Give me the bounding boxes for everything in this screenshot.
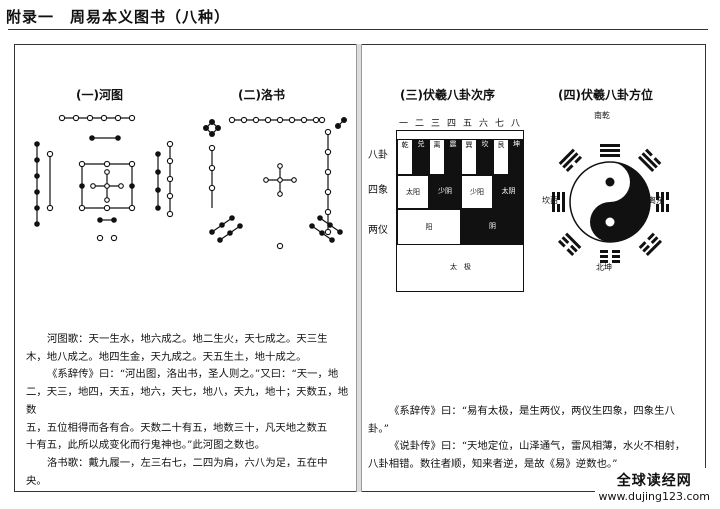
left-line-8: 央。 xyxy=(26,474,47,487)
right-line-1: 《系辞传》曰：“易有太极，是生两仪，两仪生四象，四象生八 xyxy=(389,405,675,417)
book-gutter xyxy=(356,44,362,492)
row-label-bagua: 八卦 xyxy=(368,150,388,161)
trigram-li: 离 xyxy=(429,139,445,175)
image-taiyin: 太阴 xyxy=(493,175,524,209)
luoshu-title: (二)洛书 xyxy=(238,88,285,102)
header-rule xyxy=(8,29,708,30)
hetu-diagram xyxy=(34,114,174,242)
right-line-3: 《说卦传》曰：“天地定位，山泽通气，雷风相薄，水火不相射， xyxy=(389,440,686,453)
yin-yang-icon xyxy=(569,161,651,243)
mode-yin-label: 阴 xyxy=(489,222,496,230)
trigram-gen: 艮 xyxy=(493,139,509,175)
trigram-gen-label: 艮 xyxy=(497,141,505,149)
image-shaoyin-label: 少阴 xyxy=(438,187,452,195)
image-shaoyang-label: 少阳 xyxy=(470,188,484,196)
image-shaoyin: 少阴 xyxy=(429,175,461,209)
trigram-qian-label: 乾 xyxy=(401,141,409,149)
trigram-kan: 坎 xyxy=(477,139,493,175)
right-body-text: 《系辞传》曰：“易有太极，是生两仪，两仪生四象，四象生八 卦。” 《说卦传》曰：… xyxy=(368,403,698,474)
watermark: 全球读经网 www.dujing123.com xyxy=(594,468,714,505)
mode-yang: 阳 xyxy=(397,209,461,245)
order-title: (三)伏羲八卦次序 xyxy=(400,88,495,102)
taiji-label: 太 极 xyxy=(450,263,471,271)
compass-south: 南乾 xyxy=(594,111,610,120)
row-label-liangyi: 两仪 xyxy=(368,225,388,236)
trigram-dui-label: 兑 xyxy=(417,140,425,148)
taiji-cell: 太 极 xyxy=(397,245,524,291)
trigram-li-label: 离 xyxy=(433,141,441,149)
row-label-sixiang: 四象 xyxy=(368,185,388,196)
sequence-table: 乾 兑 离 震 巽 坎 艮 坤 太阳 少阴 少阳 太阴 阳 阴 太 极 xyxy=(396,130,524,292)
left-line-7: 洛书歌：戴九履一，左三右七，二四为肩，六八为足，五在中 xyxy=(47,456,328,469)
mode-yin: 阴 xyxy=(461,209,524,245)
left-line-1: 河图歌：天一生水，地六成之。地二生火，天七成之。天三生 xyxy=(47,333,328,345)
numeral-5: 五 xyxy=(463,119,473,129)
numeral-2: 二 xyxy=(415,119,425,129)
trigram-zhen: 震 xyxy=(445,139,461,175)
compass-north: 北坤 xyxy=(596,263,612,272)
watermark-name: 全球读经网 xyxy=(616,473,692,489)
numeral-8: 八 xyxy=(511,119,521,129)
left-line-4: 二，天三，地四，天五，地六，天七，地八，天九，地十；天数五，地数 xyxy=(26,386,349,416)
watermark-url: www.dujing123.com xyxy=(598,490,710,503)
bagua-compass xyxy=(552,144,669,263)
luoshu-diagram xyxy=(203,116,347,250)
image-shaoyang: 少阳 xyxy=(461,175,493,209)
trigram-xun-label: 巽 xyxy=(465,141,473,149)
trigram-dui: 兑 xyxy=(413,139,429,175)
image-taiyang-label: 太阳 xyxy=(406,188,420,196)
right-line-2: 卦。” xyxy=(368,422,389,435)
numeral-7: 七 xyxy=(495,119,505,129)
trigram-qian: 乾 xyxy=(397,139,413,175)
numeral-1: 一 xyxy=(399,119,409,129)
hetu-title: (一)河图 xyxy=(76,88,123,102)
left-line-6: 十有五，此所以成变化而行鬼神也。”此河图之数也。 xyxy=(26,439,266,452)
compass-west: 坎西 xyxy=(542,196,558,205)
page-header: 附录一 周易本义图书（八种） xyxy=(6,8,231,26)
left-line-3: 《系辞传》曰：“河出图，洛出书，圣人则之。”又曰：“天一，地 xyxy=(47,368,339,381)
trigram-marks xyxy=(552,144,669,263)
position-title: (四)伏羲八卦方位 xyxy=(558,88,653,102)
left-line-5: 五，五位相得而各有合。天数二十有五，地数三十，凡天地之数五 xyxy=(26,421,328,434)
image-taiyang: 太阳 xyxy=(397,175,429,209)
numeral-3: 三 xyxy=(431,119,441,129)
image-taiyin-label: 太阴 xyxy=(501,187,516,195)
left-body-text: 河图歌：天一生水，地六成之。地二生火，天七成之。天三生 木，地八成之。地四生金，… xyxy=(26,331,352,490)
trigram-kun: 坤 xyxy=(509,139,524,175)
left-line-2: 木，地八成之。地四生金，天九成之。天五生土，地十成之。 xyxy=(26,350,307,363)
trigram-kan-label: 坎 xyxy=(481,140,489,148)
numeral-6: 六 xyxy=(479,119,489,129)
right-line-4: 八卦相错。数往者顺，知来者逆，是故《易》逆数也。” xyxy=(368,458,618,471)
compass-east: 离东 xyxy=(648,196,664,205)
mode-yang-label: 阳 xyxy=(425,223,433,231)
trigram-kun-label: 坤 xyxy=(513,140,520,148)
numeral-4: 四 xyxy=(447,119,457,129)
trigram-zhen-label: 震 xyxy=(449,140,457,148)
trigram-xun: 巽 xyxy=(461,139,477,175)
